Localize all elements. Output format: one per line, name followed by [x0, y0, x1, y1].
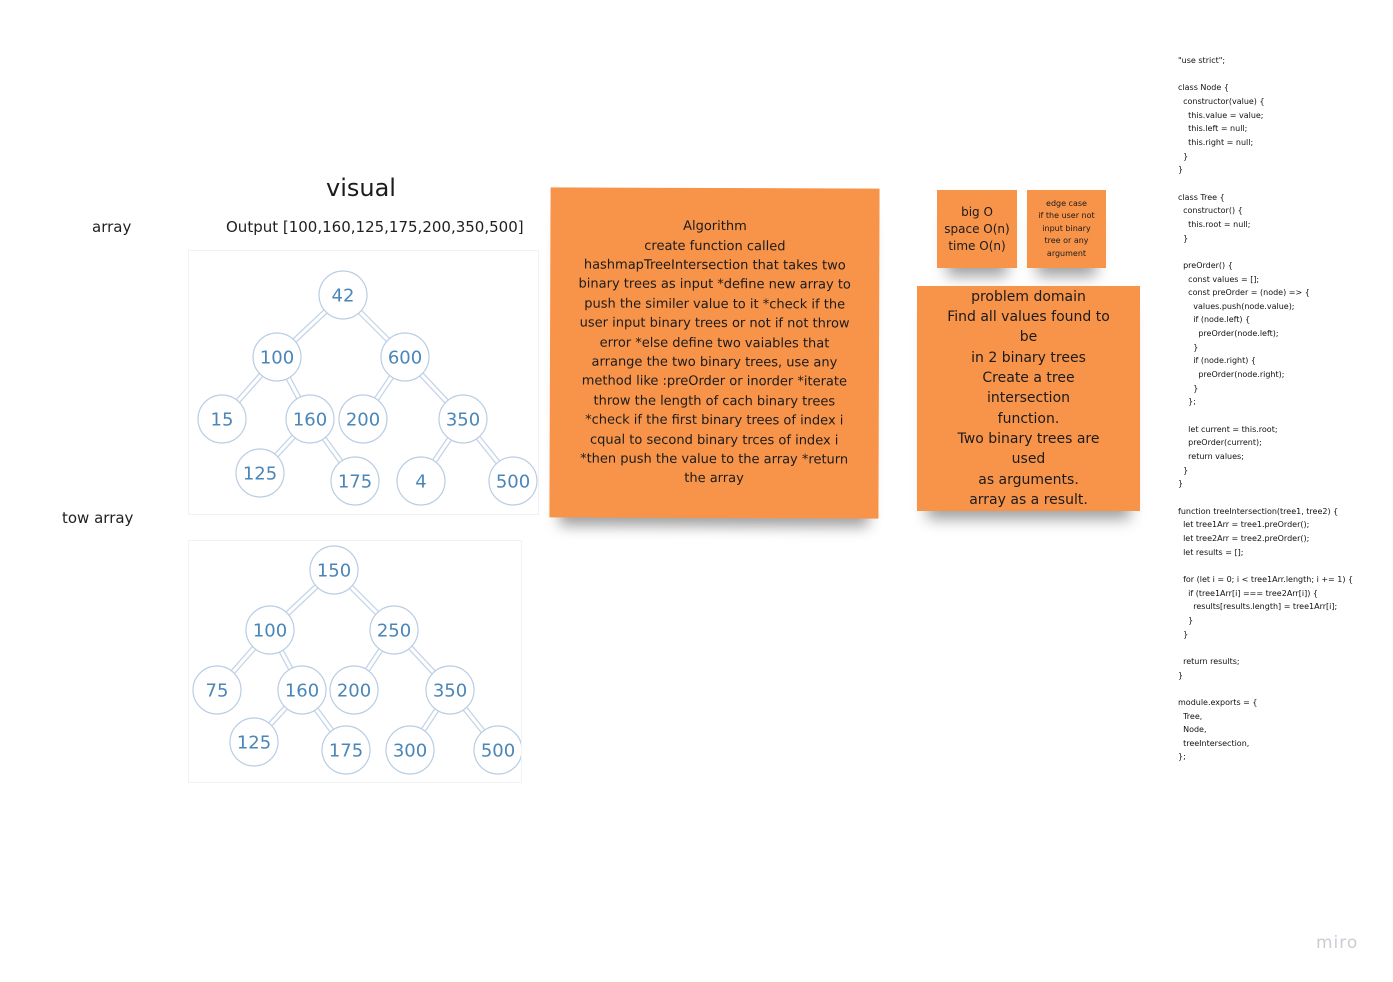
problem-domain-text: problem domain Find all values found to …: [947, 288, 1110, 508]
tree1-node-label: 350: [446, 410, 480, 431]
tree2-node-label: 150: [317, 561, 351, 582]
tree1-node-label: 4: [415, 472, 426, 493]
binary-tree-1-graphic: 42 100 600 15 160 200 350 125 175 4 500: [197, 270, 538, 506]
code-block[interactable]: "use strict"; class Node { constructor(v…: [1178, 56, 1354, 762]
tree2-node: 200: [329, 665, 379, 715]
tree2-node-label: 75: [206, 681, 229, 702]
tree1-node: 350: [438, 394, 488, 444]
tree1-node: 4: [396, 456, 446, 506]
tree1-node-label: 600: [388, 348, 422, 369]
tow-array-label: tow array: [62, 509, 134, 527]
miro-logo: miro: [1316, 933, 1359, 953]
binary-tree-1[interactable]: 42 100 600 15 160 200 350 125 175 4 500: [188, 250, 539, 515]
tree2-node-label: 160: [285, 681, 319, 702]
tree2-node: 100: [245, 605, 295, 655]
tree1-node-label: 175: [338, 472, 372, 493]
tree2-node: 125: [229, 717, 279, 767]
tree2-node-label: 250: [377, 621, 411, 642]
big-o-text: big O space O(n) time O(n): [944, 204, 1010, 253]
tree2-node-label: 125: [237, 733, 271, 754]
big-o-sticky-note[interactable]: big O space O(n) time O(n): [937, 190, 1017, 268]
tree1-node-label: 125: [243, 464, 277, 485]
tree2-node: 500: [473, 725, 521, 775]
tree1-node: 15: [197, 394, 247, 444]
tree1-node: 160: [285, 394, 335, 444]
visual-title: visual: [326, 174, 396, 202]
tree2-node: 300: [385, 725, 435, 775]
tree1-node-label: 42: [332, 286, 355, 307]
tree1-node: 100: [252, 332, 302, 382]
tree2-node-label: 175: [329, 741, 363, 762]
tree2-node: 75: [192, 665, 242, 715]
tree2-node: 160: [277, 665, 327, 715]
tree2-node: 250: [369, 605, 419, 655]
tree2-node-label: 350: [433, 681, 467, 702]
tree1-node-label: 15: [211, 410, 234, 431]
output-label: Output [100,160,125,175,200,350,500]: [226, 218, 524, 236]
algorithm-text: Algorithm create function called hashmap…: [578, 219, 851, 487]
tree1-node: 125: [235, 448, 285, 498]
tree2-node-label: 100: [253, 621, 287, 642]
problem-domain-sticky-note[interactable]: problem domain Find all values found to …: [917, 286, 1140, 511]
tree2-node: 150: [309, 545, 359, 595]
array-label: array: [92, 218, 132, 236]
tree1-node-label: 100: [260, 348, 294, 369]
algorithm-sticky-note[interactable]: Algorithm create function called hashmap…: [549, 187, 880, 519]
edge-case-text: edge case if the user not input binary t…: [1038, 198, 1095, 258]
tree2-node-label: 200: [337, 681, 371, 702]
tree1-node: 600: [380, 332, 430, 382]
tree2-node-label: 300: [393, 741, 427, 762]
tree1-node-label: 160: [293, 410, 327, 431]
tree1-node: 42: [318, 270, 368, 320]
tree2-node: 350: [425, 665, 475, 715]
tree2-node-label: 500: [481, 741, 515, 762]
tree2-node: 175: [321, 725, 371, 775]
edge-case-sticky-note[interactable]: edge case if the user not input binary t…: [1027, 190, 1106, 268]
tree1-node: 175: [330, 456, 380, 506]
tree1-node-label: 200: [346, 410, 380, 431]
tree1-node-label: 500: [496, 472, 530, 493]
binary-tree-2-graphic: 150 100 250 75 160 200 350 125 175 300 500: [192, 545, 521, 775]
binary-tree-2[interactable]: 150 100 250 75 160 200 350 125 175 300 500: [188, 540, 522, 783]
tree1-node: 200: [338, 394, 388, 444]
tree1-node: 500: [488, 456, 538, 506]
